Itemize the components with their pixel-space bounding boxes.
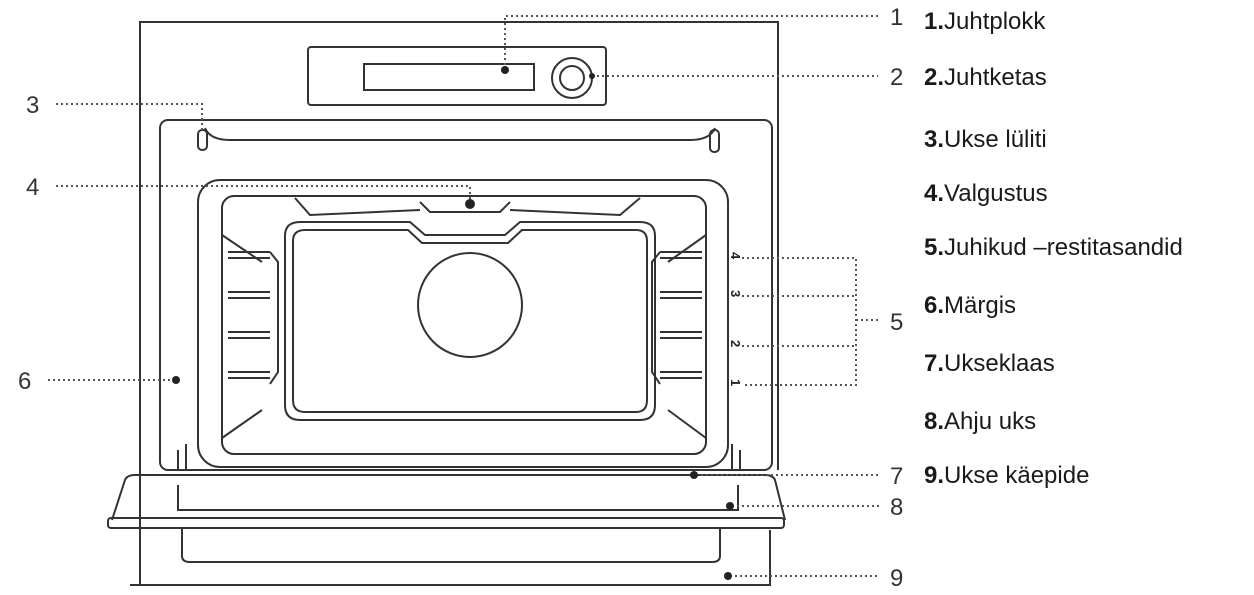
left-hinge xyxy=(177,444,187,470)
legend-number: 3. xyxy=(924,126,945,153)
door-switch xyxy=(197,129,208,151)
leader-dot-2 xyxy=(589,73,595,79)
callout-number-7: 7 xyxy=(890,463,903,490)
callout-number-6: 6 xyxy=(18,368,31,395)
legend-label: Juhikud –restitasandid xyxy=(944,234,1183,261)
top-bracket-right xyxy=(509,197,641,217)
leader-dot-6 xyxy=(172,376,180,384)
leader-5 xyxy=(742,257,878,386)
top-bracket-left xyxy=(294,197,421,217)
lamp-bracket xyxy=(419,201,511,213)
legend-item-3: 3.Ukse lüliti xyxy=(924,126,1047,154)
door-handle xyxy=(181,528,721,563)
oven-cavity-outer xyxy=(197,179,729,468)
legend-label: Märgis xyxy=(944,292,1017,319)
control-display xyxy=(363,63,535,91)
callout-number-1: 1 xyxy=(890,4,903,31)
callout-number-5: 5 xyxy=(890,309,903,336)
cavity-back-wall xyxy=(284,221,656,421)
callout-number-8: 8 xyxy=(890,494,903,521)
legend-number: 2. xyxy=(924,64,945,91)
oven-cabinet-outline xyxy=(139,21,779,585)
door-bottom-strip xyxy=(107,517,785,529)
control-panel xyxy=(307,46,607,106)
legend-item-4: 4.Valgustus xyxy=(924,180,1048,208)
legend-label: Juhtketas xyxy=(944,64,1047,91)
oven-door xyxy=(111,474,786,521)
oven-diagram: 4 3 2 1 1 2 3 4 5 6 7 8 9 xyxy=(18,4,903,592)
right-hinge xyxy=(731,444,741,470)
callout-number-9: 9 xyxy=(890,565,903,592)
legend-number: 8. xyxy=(924,408,945,435)
legend-number: 4. xyxy=(924,180,945,207)
oven-cavity-inner xyxy=(221,195,707,455)
door-glass-edge xyxy=(177,485,739,511)
legend-item-1: 1.Juhtplokk xyxy=(924,8,1045,36)
rack-level-1: 1 xyxy=(728,379,743,386)
legend-item-7: 7.Ukseklaas xyxy=(924,350,1055,378)
frame-top-lip xyxy=(204,127,716,141)
rack-level-3: 3 xyxy=(728,290,743,297)
legend-label: Ukseklaas xyxy=(944,350,1055,377)
rack-level-4: 4 xyxy=(728,252,743,260)
legend-number: 1. xyxy=(924,8,945,35)
callout-number-4: 4 xyxy=(26,174,39,201)
leader-dot-9 xyxy=(724,572,732,580)
control-knob-outer xyxy=(551,57,593,99)
legend-label: Valgustus xyxy=(944,180,1048,207)
door-switch-right xyxy=(709,129,720,153)
callout-number-3: 3 xyxy=(26,92,39,119)
legend-item-8: 8.Ahju uks xyxy=(924,408,1036,436)
legend-item-9: 9.Ukse käepide xyxy=(924,462,1089,490)
legend-number: 5. xyxy=(924,234,945,261)
leader-dot-7 xyxy=(690,471,698,479)
legend-number: 6. xyxy=(924,292,945,319)
fan-cover xyxy=(417,252,523,358)
left-rack xyxy=(221,234,279,439)
legend-label: Ukse lüliti xyxy=(944,126,1047,153)
legend-item-5: 5.Juhikud –restitasandid xyxy=(924,234,1183,262)
leader-dot-4 xyxy=(465,199,475,209)
legend-label: Ahju uks xyxy=(944,408,1037,435)
leader-dot-8 xyxy=(726,502,734,510)
legend-number: 7. xyxy=(924,350,945,377)
legend-item-6: 6.Märgis xyxy=(924,292,1016,320)
cabinet-bottom-outline xyxy=(130,530,771,586)
leader-dot-1 xyxy=(501,66,509,74)
control-knob-inner xyxy=(559,65,585,91)
right-rack xyxy=(651,234,707,439)
legend-label: Ukse käepide xyxy=(944,462,1090,489)
callout-number-2: 2 xyxy=(890,64,903,91)
legend-label: Juhtplokk xyxy=(944,8,1046,35)
leader-3 xyxy=(56,103,203,130)
legend-item-2: 2.Juhtketas xyxy=(924,64,1047,92)
rack-level-2: 2 xyxy=(728,340,743,347)
legend-number: 9. xyxy=(924,462,945,489)
leader-4 xyxy=(56,185,471,200)
cavity-back-wall-inner xyxy=(292,229,648,413)
